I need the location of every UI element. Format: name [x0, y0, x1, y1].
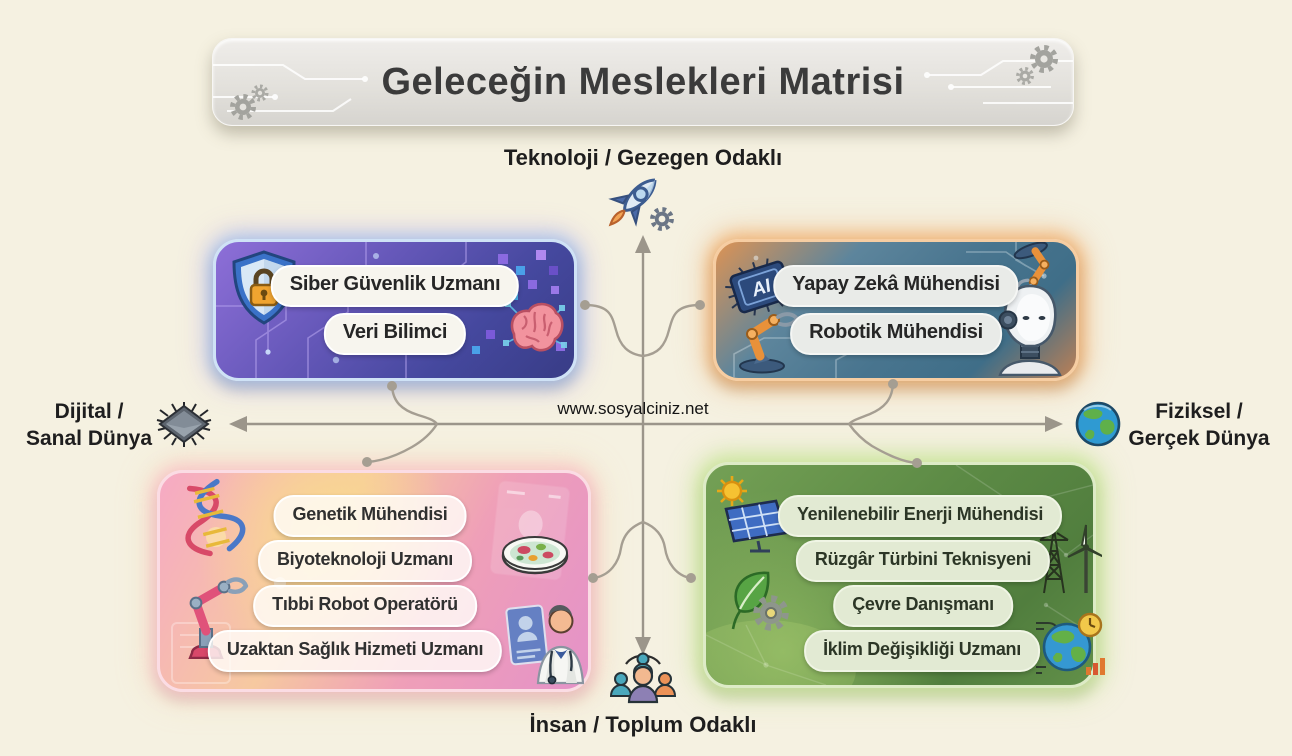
profession-pill: Veri Bilimci [323, 313, 467, 355]
gear-icon [650, 207, 674, 231]
leaf-gear-icon [731, 571, 789, 631]
gear-icon [230, 84, 269, 120]
quadrant-ai-robotics: AI [713, 239, 1079, 381]
people-group-icon [609, 652, 677, 704]
rocket-gear-icon [608, 178, 674, 231]
telehealth-doctor-icon [505, 604, 584, 685]
brain-circuit-icon [503, 301, 567, 352]
profession-pill: Genetik Mühendisi [273, 495, 467, 537]
profession-pill: Biyoteknoloji Uzmanı [257, 540, 473, 582]
circuit-pattern-decor [733, 242, 1047, 378]
globe-icon [1075, 401, 1121, 447]
profession-pill: Yapay Zekâ Mühendisi [773, 265, 1019, 307]
profession-pill: İklim Değişikliği Uzmanı [804, 630, 1040, 672]
quadrant-biotech-health: Genetik Mühendisi Biyoteknoloji Uzmanı T… [157, 470, 591, 692]
profession-pill: Yenilenebilir Enerji Mühendisi [777, 495, 1063, 537]
dna-icon [185, 478, 246, 557]
profession-pill: Tıbbi Robot Operatörü [253, 585, 477, 627]
axis-label-top: Teknoloji / Gezegen Odaklı [503, 145, 783, 170]
axis-label-left: Dijital / Sanal Dünya [25, 400, 153, 450]
profession-pill: Uzaktan Sağlık Hizmeti Uzmanı [207, 630, 503, 672]
gear-icon [1016, 45, 1058, 85]
profession-pill: Robotik Mühendisi [790, 313, 1002, 355]
medical-robot-arm-icon [188, 577, 249, 659]
profession-pill: Siber Güvenlik Uzmanı [270, 265, 520, 307]
solar-panel-sun-icon [717, 476, 788, 553]
profession-pill: Çevre Danışmanı [833, 585, 1013, 627]
title-banner: Geleceğin Meslekleri Matrisi [212, 38, 1074, 126]
petri-dish-icon [501, 536, 569, 575]
globe-stats-icon [1036, 612, 1105, 675]
page-title: Geleceğin Meslekleri Matrisi [381, 60, 905, 103]
quadrant-cyber-data: Siber Güvenlik Uzmanı Veri Bilimci [213, 239, 577, 381]
axis-label-right: Fiziksel / Gerçek Dünya [1128, 400, 1270, 450]
microchip-icon [156, 402, 212, 447]
profession-pill: Rüzgâr Türbini Teknisyeni [795, 540, 1051, 582]
watermark-url: www.sosyalciniz.net [557, 399, 709, 418]
axis-label-bottom: İnsan / Toplum Odaklı [529, 712, 757, 737]
banner-circuit-decor [213, 45, 1073, 120]
gear-icon [753, 595, 789, 631]
quadrant-energy-environment: Yenilenebilir Enerji Mühendisi Rüzgâr Tü… [703, 462, 1105, 688]
